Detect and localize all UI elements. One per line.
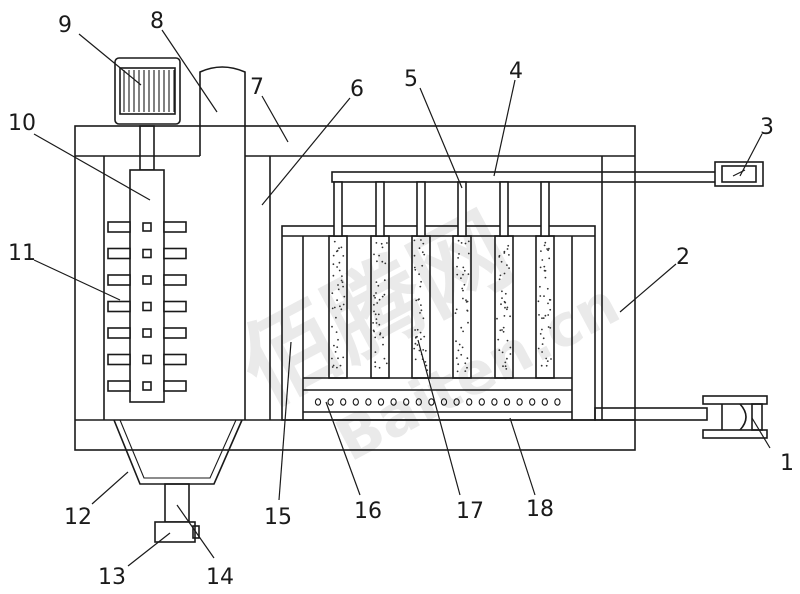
leader-5 (419, 87, 463, 189)
riser-pipe (416, 181, 426, 237)
nozzle (478, 398, 485, 406)
leader-11 (33, 259, 121, 301)
leader-8 (161, 29, 218, 113)
outlet-pipe (594, 407, 708, 421)
nozzle (403, 398, 410, 406)
riser-pipe (457, 181, 467, 237)
nozzle (453, 398, 460, 406)
nozzle (541, 398, 548, 406)
part-labels: 1 2 3 4 5 6 7 8 9 10 11 12 13 14 15 16 1… (8, 9, 794, 590)
manifold-risers (333, 181, 550, 237)
leader-12 (91, 471, 129, 505)
paddle (107, 247, 187, 260)
nozzle (428, 398, 435, 406)
flange-bottom (702, 429, 768, 439)
nozzle (352, 398, 359, 406)
label-5: 5 (404, 67, 418, 92)
nozzle (516, 398, 523, 406)
label-1: 1 (780, 451, 794, 476)
leader-2 (619, 263, 677, 313)
aeration-nozzles (314, 398, 561, 406)
leader-6 (261, 97, 351, 206)
nozzle (466, 398, 473, 406)
leader-18 (509, 417, 536, 496)
outlet-valve (154, 521, 196, 543)
filter-box (281, 225, 596, 421)
riser-pipe (499, 181, 509, 237)
leader-13 (127, 532, 171, 567)
nozzle (440, 398, 448, 406)
nozzle (365, 398, 372, 406)
nozzle (491, 398, 498, 406)
leader-17 (417, 339, 461, 496)
label-2: 2 (676, 245, 690, 270)
nozzle (377, 398, 385, 406)
nozzle (340, 398, 347, 406)
label-8: 8 (150, 9, 164, 34)
label-10: 10 (8, 111, 36, 136)
paddle (107, 221, 187, 233)
paddle (107, 327, 187, 339)
leader-3 (739, 133, 763, 177)
riser-pipe (375, 181, 385, 237)
label-16: 16 (354, 499, 382, 524)
label-13: 13 (98, 565, 126, 590)
label-17: 17 (456, 499, 484, 524)
shaft-column (129, 169, 165, 403)
motor (114, 57, 181, 125)
connector-top (714, 161, 764, 187)
leader-14 (176, 504, 215, 559)
label-14: 14 (206, 565, 234, 590)
connector-bottom (594, 395, 768, 439)
riser-pipe (540, 181, 550, 237)
leader-1 (751, 417, 771, 449)
riser-pipe (333, 181, 343, 237)
leader-10 (33, 133, 151, 201)
nozzle (415, 398, 422, 406)
hopper (113, 419, 243, 543)
label-15: 15 (264, 505, 292, 530)
nozzle (390, 398, 397, 406)
label-7: 7 (250, 75, 264, 100)
label-6: 6 (350, 77, 364, 102)
manifold (331, 171, 719, 183)
manifold-pipe (331, 171, 719, 183)
label-12: 12 (64, 505, 92, 530)
paddle (107, 300, 187, 313)
leader-lines (33, 29, 771, 567)
paddle (107, 380, 187, 392)
paddle (107, 274, 187, 286)
leader-16 (325, 401, 361, 496)
feed-pipe (199, 66, 246, 156)
leader-15 (278, 341, 292, 501)
housing-outer (74, 125, 636, 451)
nozzle (554, 398, 561, 406)
paddle (107, 353, 187, 366)
label-4: 4 (509, 59, 523, 84)
label-11: 11 (8, 241, 36, 266)
leader-7 (261, 95, 289, 143)
leader-9 (78, 33, 142, 86)
label-9: 9 (58, 13, 72, 38)
label-18: 18 (526, 497, 554, 522)
leader-4 (493, 79, 516, 177)
label-3: 3 (760, 115, 774, 140)
nozzle (314, 398, 322, 406)
flange-top (702, 395, 768, 405)
nozzle (327, 398, 334, 406)
nozzle (503, 398, 511, 406)
mixing-paddles (107, 221, 187, 392)
filter-cartridges (328, 235, 555, 379)
nozzle (529, 398, 536, 406)
